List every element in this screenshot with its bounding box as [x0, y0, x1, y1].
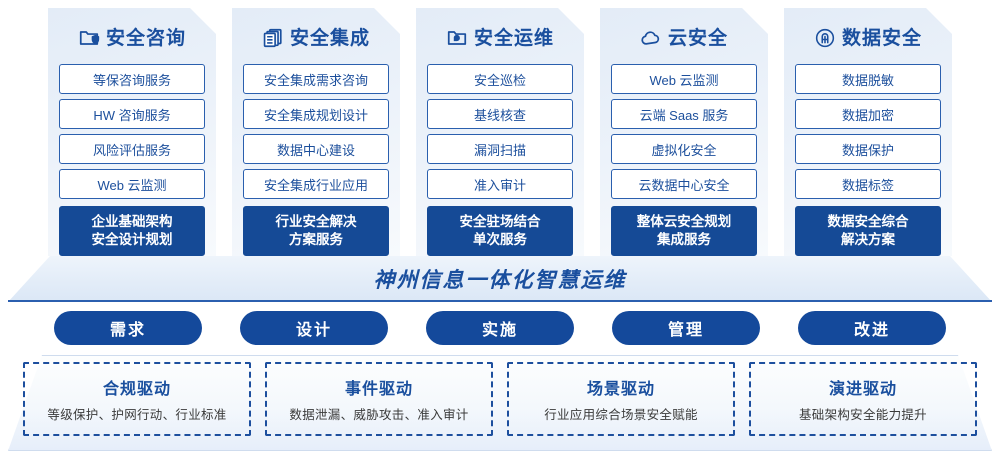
column-cta[interactable]: 安全驻场结合 单次服务 [427, 206, 573, 256]
list-item[interactable]: Web 云监测 [59, 169, 205, 199]
cta-line: 整体云安全规划 [636, 213, 732, 229]
stacked-documents-icon [262, 27, 284, 49]
platform-banner-title: 神州信息一体化智慧运维 [373, 269, 627, 292]
folder-shield-icon [78, 27, 100, 49]
capability-column-data-security[interactable]: 数据安全 数据脱敏 数据加密 数据保护 数据标签 数据安全综合 解决方案 [784, 8, 952, 256]
list-item[interactable]: 数据保护 [795, 134, 941, 164]
stage-pill-implementation[interactable]: 实施 [426, 311, 574, 345]
list-item[interactable]: 安全巡检 [427, 64, 573, 94]
driver-card-scenario[interactable]: 场景驱动 行业应用综合场景安全赋能 [507, 362, 735, 436]
capability-column-security-consulting[interactable]: 安全咨询 等保咨询服务 HW 咨询服务 风险评估服务 Web 云监测 企业基础架… [48, 8, 216, 256]
list-item[interactable]: 准入审计 [427, 169, 573, 199]
list-item[interactable]: HW 咨询服务 [59, 99, 205, 129]
list-item[interactable]: 虚拟化安全 [611, 134, 757, 164]
list-item[interactable]: 安全集成需求咨询 [243, 64, 389, 94]
column-title: 安全集成 [289, 27, 370, 49]
list-item[interactable]: 安全集成规划设计 [243, 99, 389, 129]
cta-line: 方案服务 [289, 232, 343, 247]
driver-card-incident[interactable]: 事件驱动 数据泄漏、威胁攻击、准入审计 [265, 362, 493, 436]
driver-title: 场景驱动 [586, 381, 655, 398]
list-item[interactable]: 安全集成行业应用 [243, 169, 389, 199]
list-item[interactable]: 等保咨询服务 [59, 64, 205, 94]
column-header: 安全集成 [232, 8, 400, 64]
cta-line: 数据安全综合 [827, 213, 909, 229]
cta-line: 安全驻场结合 [459, 213, 541, 229]
column-title: 安全咨询 [105, 27, 186, 49]
list-item[interactable]: 云数据中心安全 [611, 169, 757, 199]
stage-pill-management[interactable]: 管理 [612, 311, 760, 345]
column-items: 数据脱敏 数据加密 数据保护 数据标签 数据安全综合 解决方案 [784, 64, 952, 266]
driver-title: 合规驱动 [102, 381, 171, 398]
capability-column-security-integration[interactable]: 安全集成 安全集成需求咨询 安全集成规划设计 数据中心建设 安全集成行业应用 行… [232, 8, 400, 256]
driver-title: 演进驱动 [828, 381, 897, 398]
column-title: 云安全 [667, 27, 728, 49]
cta-line: 单次服务 [473, 232, 527, 247]
list-item[interactable]: 云端 Saas 服务 [611, 99, 757, 129]
stage-pill-improvement[interactable]: 改进 [798, 311, 946, 345]
column-cta[interactable]: 数据安全综合 解决方案 [795, 206, 941, 256]
capability-columns: 安全咨询 等保咨询服务 HW 咨询服务 风险评估服务 Web 云监测 企业基础架… [0, 8, 1000, 256]
capability-column-security-operations[interactable]: 安全运维 安全巡检 基线核查 漏洞扫描 准入审计 安全驻场结合 单次服务 [416, 8, 584, 256]
column-cta[interactable]: 行业安全解决 方案服务 [243, 206, 389, 256]
column-header: 数据安全 [784, 8, 952, 64]
column-title: 数据安全 [841, 27, 922, 49]
lifecycle-stages: 需求 设计 实施 管理 改进 [0, 311, 1000, 347]
cta-line: 解决方案 [841, 232, 895, 247]
list-item[interactable]: 基线核查 [427, 99, 573, 129]
driver-subtitle: 行业应用综合场景安全赋能 [544, 408, 698, 422]
column-cta[interactable]: 整体云安全规划 集成服务 [611, 206, 757, 256]
column-title: 安全运维 [473, 27, 554, 49]
driver-subtitle: 数据泄漏、威胁攻击、准入审计 [289, 408, 469, 422]
cta-line: 行业安全解决 [275, 213, 357, 229]
driver-subtitle: 等级保护、护网行动、行业标准 [47, 408, 227, 422]
list-item[interactable]: 数据加密 [795, 99, 941, 129]
list-item[interactable]: 数据脱敏 [795, 64, 941, 94]
driver-title: 事件驱动 [344, 381, 413, 398]
list-item[interactable]: 数据中心建设 [243, 134, 389, 164]
list-item[interactable]: Web 云监测 [611, 64, 757, 94]
column-items: Web 云监测 云端 Saas 服务 虚拟化安全 云数据中心安全 整体云安全规划… [600, 64, 768, 266]
column-header: 安全咨询 [48, 8, 216, 64]
column-items: 安全集成需求咨询 安全集成规划设计 数据中心建设 安全集成行业应用 行业安全解决… [232, 64, 400, 266]
driver-subtitle: 基础架构安全能力提升 [798, 408, 927, 422]
column-header: 安全运维 [416, 8, 584, 64]
platform-banner: 神州信息一体化智慧运维 [8, 256, 992, 302]
folder-chart-icon [446, 27, 468, 49]
fingerprint-icon [814, 27, 836, 49]
list-item[interactable]: 漏洞扫描 [427, 134, 573, 164]
column-items: 安全巡检 基线核查 漏洞扫描 准入审计 安全驻场结合 单次服务 [416, 64, 584, 266]
column-header: 云安全 [600, 8, 768, 64]
capability-column-cloud-security[interactable]: 云安全 Web 云监测 云端 Saas 服务 虚拟化安全 云数据中心安全 整体云… [600, 8, 768, 256]
cta-line: 安全设计规划 [91, 232, 173, 247]
drivers-list: 合规驱动 等级保护、护网行动、行业标准 事件驱动 数据泄漏、威胁攻击、准入审计 … [8, 362, 992, 442]
column-items: 等保咨询服务 HW 咨询服务 风险评估服务 Web 云监测 企业基础架构 安全设… [48, 64, 216, 266]
banner-underline [8, 300, 992, 302]
stage-pill-design[interactable]: 设计 [240, 311, 388, 345]
cta-line: 企业基础架构 [91, 213, 173, 229]
list-item[interactable]: 风险评估服务 [59, 134, 205, 164]
list-item[interactable]: 数据标签 [795, 169, 941, 199]
stage-pill-requirements[interactable]: 需求 [54, 311, 202, 345]
cloud-icon [640, 27, 662, 49]
cta-line: 集成服务 [657, 232, 711, 247]
column-cta[interactable]: 企业基础架构 安全设计规划 [59, 206, 205, 256]
driver-card-compliance[interactable]: 合规驱动 等级保护、护网行动、行业标准 [23, 362, 251, 436]
driver-card-evolution[interactable]: 演进驱动 基础架构安全能力提升 [749, 362, 977, 436]
